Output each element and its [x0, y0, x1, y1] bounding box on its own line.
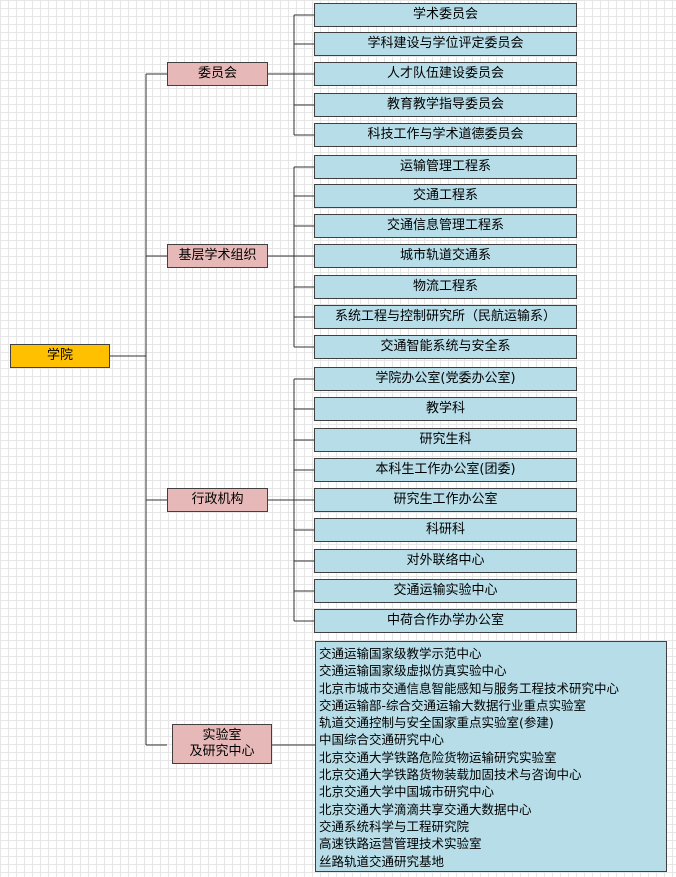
committee-item: 教育教学指导委员会 — [314, 93, 577, 117]
admin-item: 研究生工作办公室 — [314, 488, 577, 512]
academic-item: 交通智能系统与安全系 — [314, 335, 577, 359]
labs-item: 丝路轨道交通研究基地 — [319, 853, 445, 869]
labs-item: 交通运输部-综合交通运输大数据行业重点实验室 — [319, 697, 587, 713]
labs-item: 北京交通大学铁路危险货物运输研究实验室 — [319, 749, 557, 765]
admin-item: 中荷合作办学办公室 — [314, 609, 577, 633]
committee-item: 人才队伍建设委员会 — [314, 62, 577, 86]
labs-item: 北京市城市交通信息智能感知与服务工程技术研究中心 — [319, 680, 620, 696]
admin-item: 本科生工作办公室(团委) — [314, 458, 577, 482]
category-labs: 实验室 及研究中心 — [172, 724, 272, 764]
committee-item: 科技工作与学术道德委员会 — [314, 123, 577, 147]
category-committee: 委员会 — [167, 62, 268, 86]
academic-item: 交通信息管理工程系 — [314, 214, 577, 238]
labs-item: 北京交通大学中国城市研究中心 — [319, 784, 495, 800]
labs-item: 交通系统科学与工程研究院 — [319, 818, 470, 834]
labs-label-line2: 及研究中心 — [189, 744, 255, 759]
category-admin: 行政机构 — [167, 488, 268, 512]
admin-item: 交通运输实验中心 — [314, 579, 577, 603]
category-academic: 基层学术组织 — [167, 244, 268, 268]
labs-item: 交通运输国家级教学示范中心 — [319, 646, 482, 661]
labs-item: 交通运输国家级虚拟仿真实验中心 — [319, 663, 507, 679]
committee-item: 学术委员会 — [314, 3, 577, 27]
admin-item: 对外联络中心 — [314, 549, 577, 573]
root-node: 学院 — [10, 344, 110, 368]
committee-item: 学科建设与学位评定委员会 — [314, 32, 577, 56]
labs-item: 轨道交通控制与安全国家重点实验室(参建) — [319, 715, 554, 731]
admin-item: 学院办公室(党委办公室) — [314, 367, 577, 391]
labs-label-line1: 实验室 — [202, 728, 242, 743]
admin-item: 研究生科 — [314, 428, 577, 452]
labs-item: 北京交通大学滴滴共享交通大数据中心 — [319, 801, 532, 817]
academic-item: 系统工程与控制研究所（民航运输系） — [314, 305, 577, 329]
academic-item: 物流工程系 — [314, 275, 577, 299]
labs-list: 交通运输国家级教学示范中心 交通运输国家级虚拟仿真实验中心 北京市城市交通信息智… — [315, 641, 667, 872]
admin-item: 科研科 — [314, 518, 577, 542]
labs-item: 北京交通大学铁路货物装载加固技术与咨询中心 — [319, 767, 582, 783]
labs-item: 高速铁路运营管理技术实验室 — [319, 836, 482, 852]
academic-item: 交通工程系 — [314, 184, 577, 208]
admin-item: 教学科 — [314, 397, 577, 421]
academic-item: 城市轨道交通系 — [314, 244, 577, 268]
academic-item: 运输管理工程系 — [314, 155, 577, 179]
labs-item: 中国综合交通研究中心 — [319, 732, 445, 748]
